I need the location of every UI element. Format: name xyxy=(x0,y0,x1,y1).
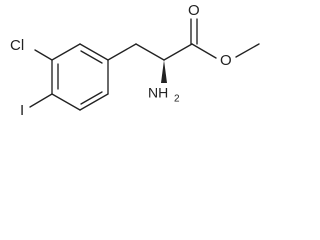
amine-subscript: 2 xyxy=(174,94,180,105)
side-chain-bond-1 xyxy=(107,43,137,61)
chemical-structure: Cl I NH 2 O O xyxy=(10,2,260,119)
amine-wedge-bond xyxy=(161,60,167,83)
ester-bond-1 xyxy=(191,43,217,59)
chlorine-bond xyxy=(34,49,53,61)
ring-bond-1 xyxy=(79,43,109,61)
ring-bond-3 xyxy=(79,93,109,111)
carbonyl-oxygen-label: O xyxy=(188,2,200,19)
iodine-bond xyxy=(29,93,53,108)
chlorine-label: Cl xyxy=(10,37,24,54)
amine-label: NH xyxy=(148,85,168,101)
ring-inner-double-2 xyxy=(80,91,103,105)
ring-bond-4 xyxy=(51,93,81,111)
ester-bond-2 xyxy=(235,43,260,58)
side-chain-bond-3 xyxy=(163,43,193,61)
side-chain-bond-2 xyxy=(135,43,165,61)
iodine-label: I xyxy=(20,102,24,119)
ring-bond-6 xyxy=(51,43,81,61)
ester-oxygen-label: O xyxy=(220,52,232,69)
ring-inner-double-1 xyxy=(80,50,103,64)
